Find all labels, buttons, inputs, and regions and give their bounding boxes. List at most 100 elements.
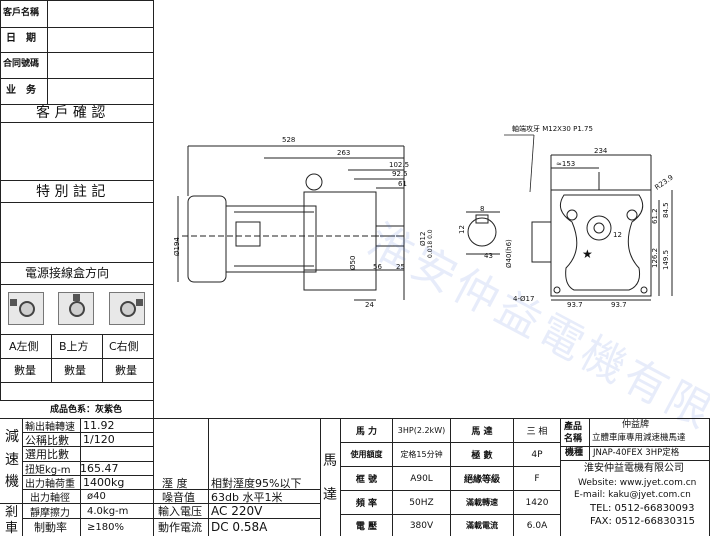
- motor-v2-speed: 1420: [525, 497, 549, 508]
- env-value-action-current: DC 0.58A: [211, 520, 268, 534]
- product-info-block: 產品名稱 仲益牌 立體車庫專用減速機馬達 機種 JNAP-40FEX 3HP定格…: [560, 418, 710, 536]
- env-label-humidity: 溼 度: [162, 476, 188, 490]
- orientation-top-image: [58, 292, 94, 325]
- motor-v2-poles: 4P: [531, 449, 543, 460]
- dim-61-2: 61.2: [651, 208, 659, 224]
- company-fax: FAX: 0512-66830315: [590, 516, 696, 527]
- company-email: E-mail: kaku@jyet.com.cn: [574, 490, 691, 500]
- customer-panel: 客戶名稱 日 期 合同號碼 业 务 客 戶 確 認 特 別 註 記 電源接線盒方…: [0, 0, 154, 418]
- dim-102-5: 102.5: [389, 161, 410, 169]
- customer-name-label: 客戶名稱: [3, 8, 40, 18]
- orientation-c-label: C右側: [109, 340, 139, 353]
- product-brand: 仲益牌: [622, 420, 650, 430]
- qty-b-label: 數量: [64, 364, 86, 377]
- dim-234: 234: [594, 147, 608, 155]
- spec-label-static-friction: 靜摩擦力: [30, 507, 70, 519]
- motor-k2-speed: 滿載轉速: [466, 498, 498, 507]
- motor-k1-voltage: 電 壓: [355, 522, 378, 532]
- customer-confirm-title: 客 戶 確 認: [36, 105, 106, 121]
- env-label-noise: 噪音值: [162, 490, 195, 504]
- date-label: 日 期: [6, 33, 36, 44]
- dim-key-12: 12: [458, 225, 466, 234]
- dim-263: 263: [337, 149, 351, 157]
- spec-label-output-speed: 輸出軸轉速: [25, 422, 75, 433]
- dim-25: 25: [396, 263, 405, 271]
- motor-k2-motor: 馬 達: [471, 427, 493, 437]
- motor-v1-frame: A90L: [410, 473, 433, 484]
- company-website: Website: www.jyet.com.cn: [578, 478, 697, 488]
- spec-label-selected-ratio: 選用比數: [25, 448, 69, 461]
- company-name: 淮安仲益電機有限公司: [584, 463, 684, 474]
- dim-93-7-right: 93.7: [611, 301, 627, 309]
- contract-label: 合同號碼: [3, 59, 40, 69]
- dim-194: Ø194: [173, 237, 181, 256]
- motor-k1-frequency: 頻 率: [355, 499, 378, 509]
- env-value-noise: 63db 水平1米: [211, 490, 283, 504]
- spec-label-shaft-dia: 出力軸徑: [30, 493, 70, 504]
- motor-v2-insulation: F: [534, 473, 540, 484]
- motor-k2-current: 滿載電流: [466, 521, 498, 530]
- motor-v2-current: 6.0A: [526, 520, 548, 531]
- env-value-humidity: 相對溼度95%以下: [211, 476, 302, 490]
- dim-tolerance: 0.018 0.0: [427, 229, 434, 258]
- motor-v1-voltage: 380V: [409, 520, 434, 531]
- svg-text:★: ★: [582, 247, 593, 261]
- dim-43: 43: [484, 252, 493, 260]
- sales-label: 业 务: [6, 85, 36, 96]
- reducer-char-2: 速: [5, 452, 19, 468]
- brake-char-1: 剎: [5, 505, 19, 520]
- spec-value-output-speed: 11.92: [83, 419, 115, 432]
- motor-char-2: 達: [323, 487, 337, 503]
- reducer-char-1: 減: [5, 429, 19, 445]
- motor-k2-poles: 極 數: [471, 451, 493, 461]
- product-name-label: 產品名稱: [564, 422, 583, 444]
- special-notes-title: 特 別 註 記: [36, 184, 106, 200]
- dim-56: 56: [373, 263, 382, 271]
- spec-label-torque: 扭矩kg-m: [25, 465, 71, 476]
- technical-drawing: ★ 淮安仲益電機有限公司 軸端攻牙 M12X30 P1.75 528 263 1…: [154, 0, 710, 486]
- spec-table-left: 減 速 機 剎 車 輸出軸轉速 11.92 公稱比數 1/120 選用比數 扭矩…: [0, 418, 710, 536]
- motor-k1-frame: 框 號: [355, 475, 378, 485]
- dim-12: Ø12: [419, 231, 427, 246]
- motor-k2-insulation: 絕緣等級: [463, 475, 500, 485]
- spec-label-shaft-load: 出力軸荷重: [25, 479, 75, 490]
- dim-126-2: 126.2: [651, 247, 659, 268]
- reducer-char-3: 機: [5, 474, 19, 490]
- dim-4-17: 4-Ø17: [513, 295, 535, 303]
- spec-label-brake-rate: 制動率: [34, 521, 67, 534]
- dim-84-5: 84.5: [662, 202, 670, 218]
- dim-153: ≈153: [556, 160, 576, 168]
- qty-a-label: 數量: [14, 364, 36, 377]
- dim-50: Ø50: [349, 255, 357, 270]
- motor-k1-duty: 使用額度: [350, 450, 383, 459]
- company-tel: TEL: 0512-66830093: [590, 503, 695, 514]
- spec-value-shaft-load: 1400kg: [83, 476, 125, 489]
- dim-61: 61: [398, 180, 407, 188]
- spec-value-shaft-dia: ø40: [87, 491, 106, 502]
- motor-k1-power: 馬 力: [355, 427, 378, 437]
- dim-24: 24: [365, 301, 374, 309]
- env-value-input-voltage: AC 220V: [211, 504, 263, 518]
- spec-table-motor: 馬 達 馬 力 3HP(2.2kW) 馬 達 三 相 使用額度 定格15分钟 極…: [320, 418, 561, 536]
- spec-label-nominal-ratio: 公稱比數: [25, 433, 69, 447]
- motor-v1-duty: 定格15分钟: [400, 450, 443, 459]
- dim-93-7-left: 93.7: [567, 301, 583, 309]
- spec-value-selected-ratio: [81, 447, 153, 461]
- dim-528: 528: [282, 136, 296, 144]
- motor-v1-frequency: 50HZ: [409, 497, 434, 508]
- spec-value-nominal-ratio: 1/120: [83, 433, 115, 446]
- model-value: JNAP-40FEX 3HP定格: [593, 448, 680, 458]
- dim-92-5: 92.5: [392, 170, 408, 178]
- product-color-label: 成品色系：灰紫色: [50, 405, 123, 415]
- motor-v1-power: 3HP(2.2kW): [397, 426, 446, 435]
- thread-note: 軸端攻牙 M12X30 P1.75: [512, 125, 593, 133]
- motor-v2-phase: 三 相: [526, 427, 548, 437]
- dim-front-12: 12: [613, 231, 622, 239]
- junction-box-title: 電源接線盒方向: [25, 266, 110, 280]
- product-name: 立體車庫專用減速機馬達: [592, 433, 686, 443]
- dim-8: 8: [480, 205, 485, 213]
- spec-value-brake-rate: ≥180%: [87, 521, 124, 533]
- dim-149-5: 149.5: [662, 249, 670, 270]
- env-label-action-current: 動作電流: [158, 521, 202, 534]
- orientation-a-label: A左側: [9, 340, 39, 353]
